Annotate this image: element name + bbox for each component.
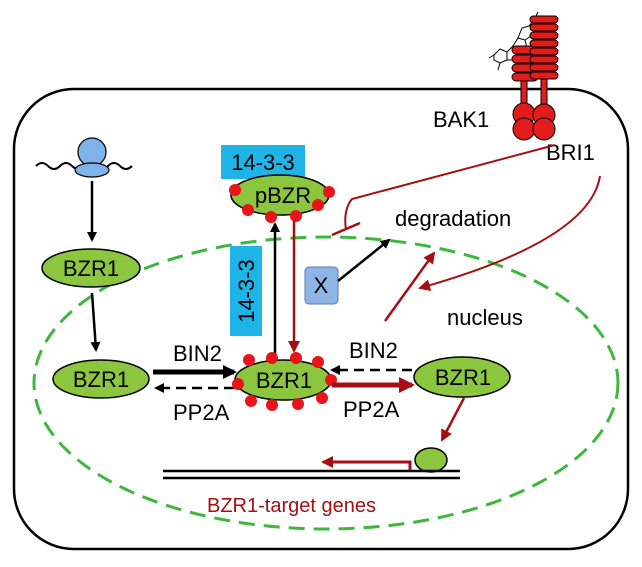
protein-1433-top-box — [221, 145, 305, 179]
receptor-complex — [488, 11, 559, 141]
transcription-arrow — [321, 456, 412, 470]
protein-1433-side-box — [230, 246, 262, 336]
x-box — [304, 266, 339, 305]
bzr1-right-protein — [413, 356, 511, 398]
pp2a-right-label: PP2A — [343, 397, 400, 422]
bzr1-to-degradation-arrow — [383, 251, 436, 322]
ribosome-icon — [35, 137, 133, 178]
x-to-degradation-arrow — [337, 238, 391, 282]
bzr1-cytoplasm-label: BZR1 — [63, 256, 119, 281]
bri1-inhibits-x — [344, 144, 556, 231]
target-genes-label: BZR1-target genes — [207, 495, 376, 517]
x-label: X — [314, 273, 329, 298]
import-arrow — [90, 292, 101, 352]
inhibition-bar — [331, 221, 361, 237]
pp2a-left-label: PP2A — [173, 400, 230, 425]
nucleus-envelope — [32, 235, 620, 531]
bri1-label: BRI1 — [546, 140, 595, 165]
protein-1433-side-label: 14-3-3 — [234, 259, 259, 323]
bzr1-center-label: BZR1 — [256, 368, 312, 393]
bri1-to-nucleus-arrow — [418, 175, 601, 292]
bzr1-bound-dna — [414, 447, 448, 473]
nucleus-label: nucleus — [447, 305, 523, 330]
bzr1-center-phospho-dots — [232, 352, 337, 411]
bin2-right-label: BIN2 — [349, 338, 398, 363]
cell-membrane — [12, 87, 630, 551]
bzr1-left-protein — [52, 359, 150, 399]
bzr1-left-label: BZR1 — [73, 367, 129, 392]
bin2-left-label: BIN2 — [173, 341, 222, 366]
pbzr-phospho-dots — [229, 184, 335, 223]
degradation-label: degradation — [395, 206, 511, 231]
bak1-label: BAK1 — [433, 107, 489, 132]
bzr1-right-label: BZR1 — [435, 365, 491, 390]
protein-1433-top-label: 14-3-3 — [231, 150, 295, 175]
pbzr-label: pBZR — [255, 183, 311, 208]
bzr1-cytoplasm-protein — [41, 248, 141, 288]
bzr1-binds-dna-arrow — [440, 397, 466, 442]
